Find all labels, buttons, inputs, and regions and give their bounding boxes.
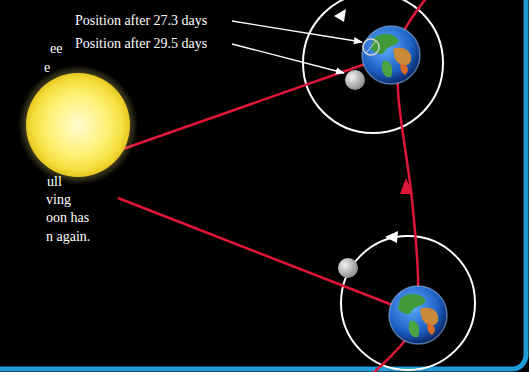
position-label: Position after 29.5 days (75, 36, 207, 52)
caption-fragment: oon has (46, 210, 89, 226)
caption-fragment: ull (47, 174, 62, 190)
caption-fragment: e (44, 60, 50, 76)
position-label: Position after 27.3 days (75, 13, 207, 29)
caption-fragment: n again. (46, 229, 90, 245)
caption-fragment: ee (50, 41, 62, 57)
caption-fragment: ving (46, 192, 71, 208)
